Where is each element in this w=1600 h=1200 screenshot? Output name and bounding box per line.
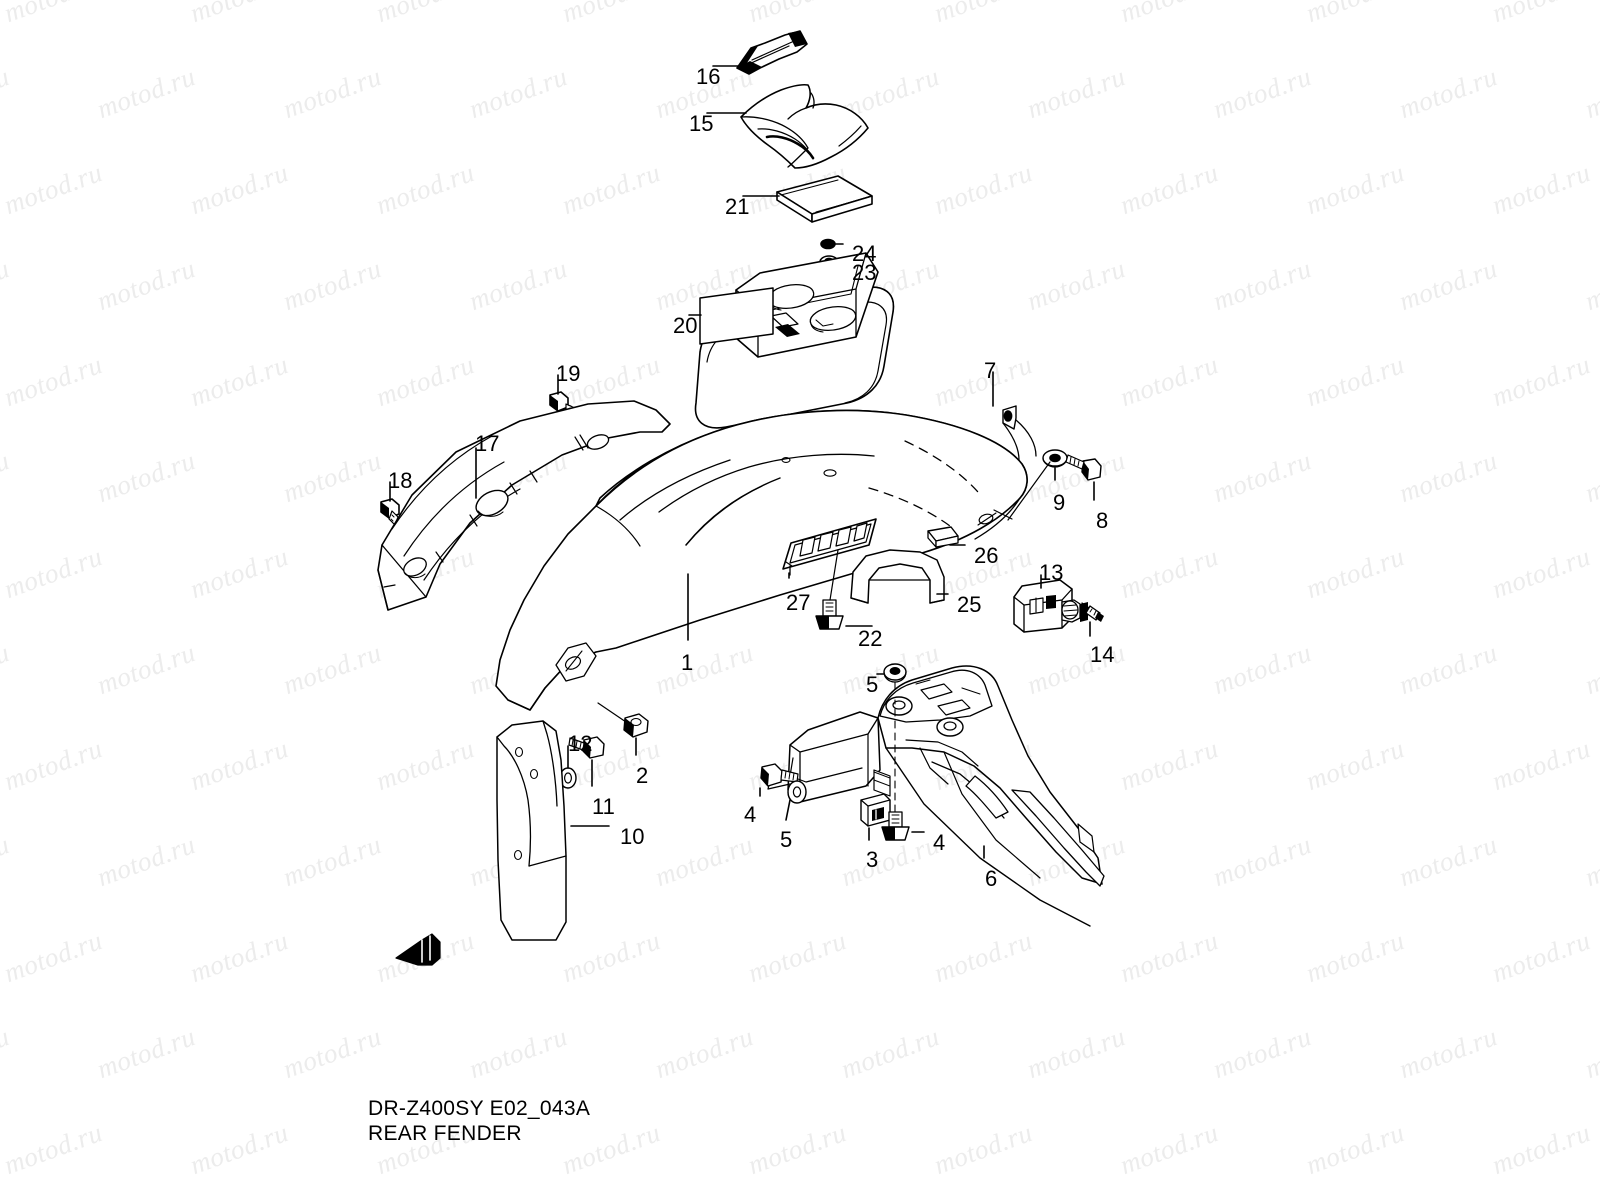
leader-5-lower [785, 799, 791, 821]
part-25-grab-handle [850, 549, 945, 604]
callout-number-screw-license-lamp: 14 [1090, 642, 1115, 667]
callout-number-screw-flap: 11 [592, 794, 615, 819]
callout-number-bolt-vent-grille: 22 [858, 626, 883, 651]
callout-number-bolt-brace-rear: 19 [556, 361, 581, 386]
part-13-lamp-housing [1013, 579, 1088, 633]
part-16-tool-strap [736, 30, 808, 75]
callout-number-license-lamp-housing: 13 [1039, 560, 1064, 585]
part-15-tool-bag [740, 83, 869, 169]
callout-number-nut-fender: 2 [636, 763, 649, 788]
diagram-caption: DR-Z400SY E02_043A REAR FENDER [368, 1096, 590, 1146]
callout-number-bolt-brace-front: 18 [388, 468, 413, 493]
part-5-grommet-upper [883, 663, 907, 683]
callout-number-bracket-rear-upper: 7 [984, 358, 997, 383]
callout-number-owners-manual-pouch: 21 [725, 194, 750, 219]
callout-number-bolt-bracket: 8 [1096, 508, 1109, 533]
part-17-fender-brace [377, 400, 671, 611]
callout-number-grab-handle-bracket: 25 [957, 592, 982, 617]
callout-number-tool-box: 20 [673, 313, 698, 338]
callout-number-grommet-lower: 5 [780, 827, 793, 852]
part-20-tool-box [694, 252, 895, 429]
callout-number-rear-fender-main: 1 [681, 650, 694, 675]
part-9-collar [1042, 449, 1068, 468]
part-4-bolt-left [760, 763, 799, 787]
callout-number-bracket-clip: 3 [866, 847, 879, 872]
part-14-screw [1081, 602, 1104, 622]
callout-number-fender-brace: 17 [475, 431, 500, 456]
part-26-cushion [927, 526, 959, 548]
part-2-nut [623, 713, 649, 738]
part-27-vent-grille [782, 518, 877, 570]
callout-number-cushion-pad: 26 [974, 543, 999, 568]
fwd-arrow-marker [395, 933, 441, 966]
part-4-bolt-lower [881, 811, 910, 841]
diagram-code: DR-Z400SY E02_043A [368, 1097, 591, 1120]
part-1-rear-fender [495, 409, 1028, 711]
callout-number-mud-flap: 10 [620, 824, 645, 849]
callout-number-inner-mudguard: 6 [985, 866, 998, 891]
part-24-washer [820, 238, 836, 250]
leader-9-link [1007, 461, 1051, 521]
callout-number-tool-bag: 15 [689, 111, 714, 136]
callout-number-grommet-upper: 5 [866, 672, 879, 697]
part-7-bracket [1002, 405, 1037, 461]
part-8-bolt [1065, 454, 1102, 481]
part-21-manual-pouch [776, 175, 873, 223]
callout-number-bolt-mudguard-left: 4 [744, 802, 757, 827]
part-6-inner-mudguard [767, 665, 1105, 927]
leader-22-link [829, 549, 839, 601]
callout-number-collar-washer: 9 [1053, 490, 1066, 515]
part-11-screw [568, 736, 605, 759]
callout-number-nut-toolbox: 23 [852, 260, 877, 285]
part-22-bolt [815, 599, 844, 630]
diagram-title: REAR FENDER [368, 1122, 522, 1145]
part-3-clip [860, 793, 891, 827]
callout-number-bolt-mudguard-lower: 4 [933, 830, 946, 855]
leader-2-link [597, 702, 627, 723]
callout-number-vent-grille: 27 [786, 590, 811, 615]
part-5-grommet-lower [787, 780, 807, 804]
callout-number-washer-flap: 12 [568, 731, 593, 756]
callout-number-washer-toolbox: 24 [852, 241, 877, 266]
callout-number-tool-strap: 16 [696, 64, 721, 89]
part-10-mud-flap [496, 720, 567, 941]
